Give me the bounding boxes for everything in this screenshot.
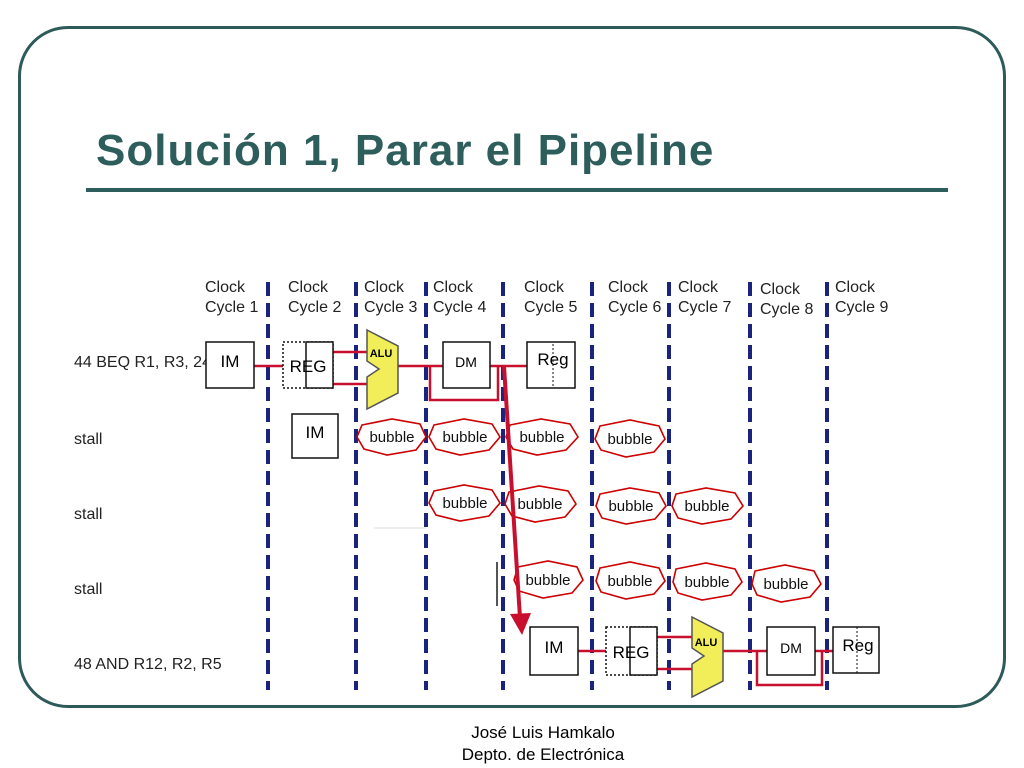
- bubble-r2-c6-label: bubble: [608, 498, 653, 515]
- cycle-9-line2: Cycle 9: [835, 299, 888, 316]
- bubble-r1-c4-label: bubble: [442, 429, 487, 446]
- and-datapath: IM REG ALU DM Reg: [529, 615, 880, 699]
- bubble-r3-c8-label: bubble: [763, 576, 808, 593]
- row-label-stall-1: stall: [74, 431, 102, 448]
- beq-datapath: IM REG ALU DM Reg: [205, 328, 576, 411]
- row-label-stall-3: stall: [74, 581, 102, 598]
- bubble-r3-c6-label: bubble: [607, 573, 652, 590]
- beq-alu-label: ALU: [370, 348, 393, 360]
- cycle-3-line2: Cycle 3: [364, 299, 417, 316]
- clock-cycle-headers: Clock Cycle 1 Clock Cycle 2 Clock Cycle …: [205, 279, 888, 318]
- bubble-r1-c4: [428, 418, 501, 456]
- cycle-9-line1: Clock: [835, 279, 876, 296]
- bubble-r3-c5-label: bubble: [525, 572, 570, 589]
- beq-reg-writeback-label: Reg: [537, 350, 568, 369]
- cycle-6-line1: Clock: [608, 279, 649, 296]
- bubble-r3-c7-label: bubble: [684, 574, 729, 591]
- and-im-label: IM: [545, 638, 564, 657]
- bubble-r1-c3: [356, 418, 427, 456]
- and-reg-writeback-left: [832, 626, 858, 674]
- bubbles: [356, 418, 822, 603]
- cycle-8-line2: Cycle 8: [760, 301, 813, 318]
- cycle-5-line2: Cycle 5: [524, 299, 577, 316]
- cycle-2-line2: Cycle 2: [288, 299, 341, 316]
- beq-reg-label: REG: [290, 357, 327, 376]
- cycle-6-line2: Cycle 6: [608, 299, 661, 316]
- bubble-r2-c4: [428, 484, 501, 522]
- beq-im-label: IM: [221, 352, 240, 371]
- and-alu-shape: [691, 615, 724, 699]
- row-label-and: 48 AND R12, R2, R5: [74, 656, 222, 673]
- cycle-8-line1: Clock: [760, 281, 801, 298]
- cycle-5-line1: Clock: [524, 279, 565, 296]
- bubble-r3-c6: [595, 561, 666, 600]
- and-reg-box-right: [629, 626, 658, 676]
- bubble-r2-c6: [595, 487, 667, 525]
- bubble-r1-c6-label: bubble: [607, 431, 652, 448]
- and-alu-label: ALU: [695, 637, 718, 649]
- slide-title: Solución 1, Parar el Pipeline: [96, 126, 715, 175]
- bubble-r1-c5-label: bubble: [519, 429, 564, 446]
- and-dm-box: [766, 626, 816, 676]
- bubble-r1-c3-label: bubble: [369, 429, 414, 446]
- bubble-r2-c4-label: bubble: [442, 495, 487, 512]
- stall-im-label: IM: [306, 423, 325, 442]
- and-im-box: [529, 626, 579, 676]
- beq-im-box: [205, 341, 255, 389]
- footer-department: Depto. de Electrónica: [461, 745, 625, 764]
- cycle-7-line1: Clock: [678, 279, 719, 296]
- and-reg-writeback-label: Reg: [842, 636, 873, 655]
- bubble-r2-c5: [504, 485, 577, 523]
- bubble-labels: bubble bubble bubble bubble bubble bubbl…: [369, 429, 808, 593]
- cycle-1-line1: Clock: [205, 279, 246, 296]
- footer-author: José Luis Hamkalo: [471, 723, 615, 742]
- beq-alu-shape: [366, 328, 399, 411]
- row-label-beq: 44 BEQ R1, R3, 24: [74, 354, 211, 371]
- slide-footer: José Luis Hamkalo Depto. de Electrónica: [443, 722, 643, 766]
- beq-reg-box-right: [305, 341, 334, 389]
- cycle-2-line1: Clock: [288, 279, 329, 296]
- and-reg-label: REG: [613, 643, 650, 662]
- beq-dm-box: [442, 341, 491, 389]
- stall-im-box: [291, 413, 339, 459]
- beq-reg-writeback-box: [526, 341, 576, 389]
- row-label-stall-2: stall: [74, 506, 102, 523]
- beq-dm-label: DM: [455, 354, 477, 370]
- cycle-7-line2: Cycle 7: [678, 299, 731, 316]
- row-labels: 44 BEQ R1, R3, 24 stall stall stall 48 A…: [74, 354, 222, 673]
- cycle-1-line2: Cycle 1: [205, 299, 258, 316]
- bubble-r3-c7: [672, 562, 743, 601]
- cycle-4-line1: Clock: [433, 279, 474, 296]
- bubble-r2-c7: [671, 487, 744, 525]
- bubble-r2-c5-label: bubble: [517, 496, 562, 513]
- cycle-dividers: [266, 282, 829, 690]
- cycle-3-line1: Clock: [364, 279, 405, 296]
- bubble-r3-c8: [751, 564, 822, 603]
- bubble-r2-c7-label: bubble: [684, 498, 729, 515]
- bubble-r3-c5: [513, 560, 584, 599]
- branch-resolution-arrow: [502, 365, 531, 635]
- bubble-r1-c6: [594, 419, 666, 458]
- title-underline: [86, 188, 948, 192]
- cycle-4-line2: Cycle 4: [433, 299, 486, 316]
- beq-reg-writeback-left: [526, 341, 554, 389]
- and-dm-label: DM: [780, 640, 802, 656]
